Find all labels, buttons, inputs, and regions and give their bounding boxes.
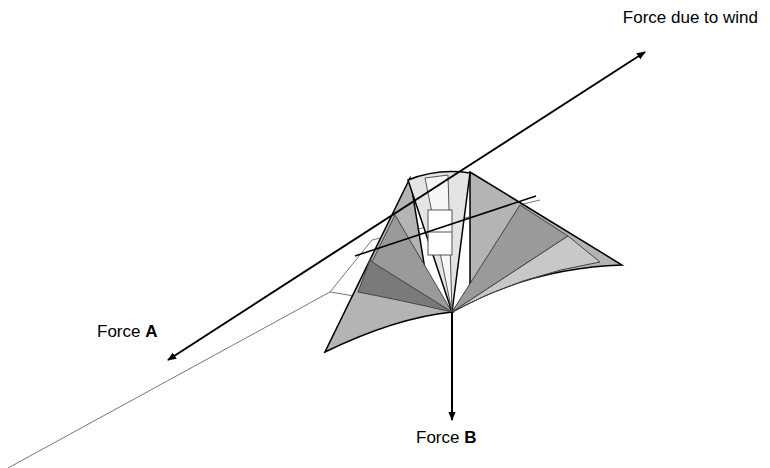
force-label: Force B <box>414 428 478 448</box>
kite-panel <box>452 236 600 312</box>
kite-spar <box>355 196 536 256</box>
kite-window <box>428 232 452 233</box>
force-arrow <box>445 52 645 181</box>
kite-string <box>8 292 330 468</box>
force-arrow <box>451 312 453 420</box>
kite-keel <box>425 175 452 312</box>
force-arrow <box>168 181 445 360</box>
force-label: Force due to wind <box>621 8 760 28</box>
force-label: Force A <box>95 322 159 342</box>
kite-wing <box>452 172 622 312</box>
kite-window <box>428 210 452 255</box>
kite-keel <box>408 172 470 312</box>
